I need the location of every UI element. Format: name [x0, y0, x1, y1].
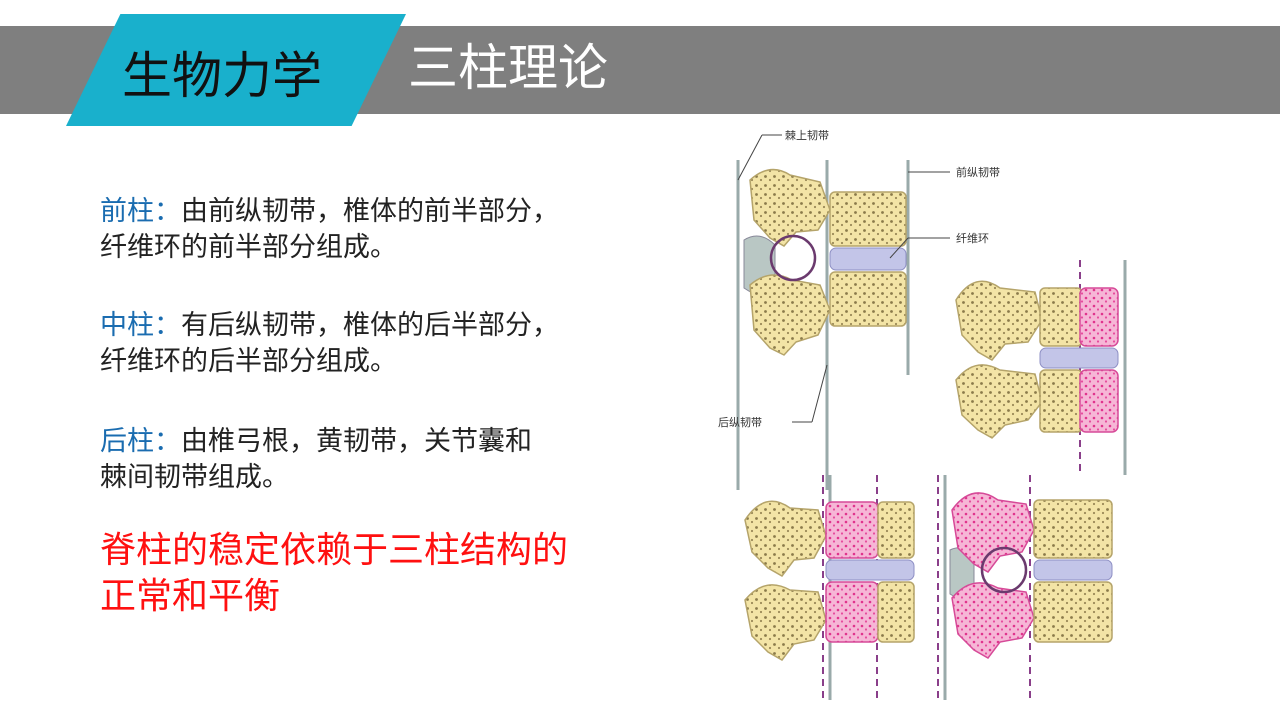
conclusion-line-2: 正常和平衡 — [100, 576, 281, 617]
section-title: 生物力学 — [122, 47, 322, 105]
posterior-column-description: 后柱：由椎弓根，黄韧带，关节囊和 棘间韧带组成。 — [100, 424, 532, 496]
middle-column-label: 中柱： — [100, 310, 181, 341]
spine-diagram: 棘上韧带 前纵韧带 纤维环 后纵韧带 — [718, 129, 1127, 700]
middle-column-text-1: 有后纵韧带，椎体的后半部分， — [181, 310, 559, 341]
anterior-column-description: 前柱：由前纵韧带，椎体的前半部分， 纤维环的前半部分组成。 — [100, 194, 559, 266]
conclusion-line-1: 脊柱的稳定依赖于三柱结构的 — [100, 530, 569, 571]
posterior-longitudinal-ligament-label: 后纵韧带 — [718, 416, 762, 429]
slide-subtitle: 三柱理论 — [408, 39, 608, 97]
three-column-spine-illustration: 棘上韧带 前纵韧带 纤维环 后纵韧带 — [700, 120, 1150, 720]
anterior-longitudinal-ligament-label: 前纵韧带 — [956, 165, 1000, 179]
anterior-column-text-2: 纤维环的前半部分组成。 — [100, 232, 397, 263]
middle-column-description: 中柱：有后纵韧带，椎体的后半部分， 纤维环的后半部分组成。 — [100, 308, 559, 380]
title-tab — [66, 14, 406, 126]
normal-spine-segment — [736, 134, 950, 490]
conclusion-text: 脊柱的稳定依赖于三柱结构的 正常和平衡 — [100, 528, 568, 620]
posterior-column-highlight-segment — [937, 475, 1113, 700]
posterior-column-text-1: 由椎弓根，黄韧带，关节囊和 — [181, 426, 532, 457]
anterior-column-highlight-segment — [955, 260, 1127, 475]
annulus-fibrosus-label: 纤维环 — [956, 232, 989, 245]
middle-column-text-2: 纤维环的后半部分组成。 — [100, 346, 397, 377]
anterior-column-label: 前柱： — [100, 196, 181, 227]
posterior-column-label: 后柱： — [100, 426, 181, 457]
anterior-column-text-1: 由前纵韧带，椎体的前半部分， — [181, 196, 559, 227]
supraspinous-ligament-label: 棘上韧带 — [785, 129, 829, 142]
middle-column-highlight-segment — [744, 475, 915, 700]
posterior-column-text-2: 棘间韧带组成。 — [100, 462, 289, 493]
